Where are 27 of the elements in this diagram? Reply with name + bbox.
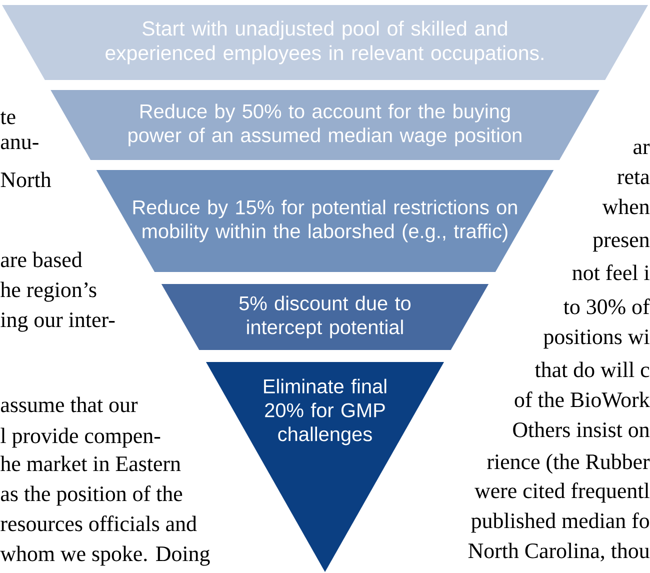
body-text: positions wi — [544, 329, 650, 349]
body-text: anu- — [0, 138, 38, 150]
body-text: North — [0, 172, 52, 188]
body-text: when — [602, 198, 650, 214]
body-text: Others insist on — [513, 422, 650, 438]
body-text: assume that our — [0, 396, 138, 412]
body-text: he region’s — [0, 282, 96, 302]
body-text: North Carolina, thou — [468, 542, 650, 562]
body-text: rience (the Rubber — [487, 454, 650, 474]
body-text: l provide compen- — [0, 428, 160, 448]
body-text: as the position of the — [0, 486, 182, 506]
funnel-band: Reduce by 50% to account for the buying power of an assumed median wage position — [50, 90, 600, 160]
body-text: that do will c — [534, 362, 650, 378]
body-text: published median fo — [471, 512, 649, 533]
body-text: were cited frequentl — [474, 482, 650, 503]
body-text: te — [0, 112, 16, 124]
body-text: he market in Eastern — [0, 456, 181, 472]
body-text: reta — [617, 172, 650, 184]
body-text: ing our inter- — [0, 312, 115, 332]
body-text: to 30% of — [564, 298, 650, 314]
funnel-band: 5% discount due to intercept potential — [161, 284, 489, 350]
funnel-band: Start with unadjusted pool of skilled and experienced employees in relevant occupations. — [2, 5, 648, 80]
body-text: presen — [592, 236, 650, 252]
funnel-band: Reduce by 15% for potential restrictions on mobility within the laborshed (e.g., traffic) — [96, 170, 554, 272]
body-text: not feel i — [572, 264, 650, 280]
body-text: ar — [634, 144, 650, 154]
body-text: of the BioWork — [514, 392, 650, 408]
